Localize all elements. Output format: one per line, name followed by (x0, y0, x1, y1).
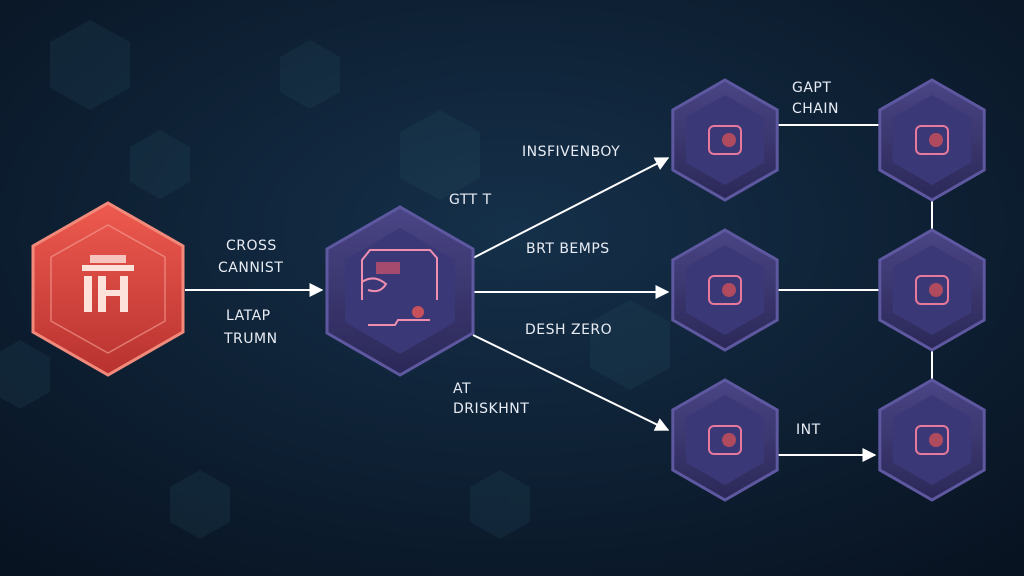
label-latap-1: LATAP (226, 308, 271, 324)
circuit-icon (361, 249, 438, 326)
node-3[interactable] (671, 378, 779, 502)
background-hexagons (0, 20, 670, 539)
node-6[interactable] (878, 378, 986, 502)
label-cross-1: CROSS (226, 238, 277, 254)
node-1[interactable] (671, 78, 779, 202)
label-insfivenboy: INSFIVENBOY (522, 144, 620, 160)
label-gapt-2: CHAIN (792, 101, 839, 117)
label-latap-2: TRUMN (223, 331, 278, 347)
arrow-hub-bottom (472, 334, 670, 431)
gear-device-icon (708, 425, 742, 455)
building-icon (82, 255, 134, 312)
label-brt: BRT BEMPS (526, 241, 610, 257)
server-icon (708, 275, 742, 305)
label-at-2: DRISKHNT (453, 401, 529, 417)
coin-icon (915, 125, 949, 155)
source-node[interactable] (31, 201, 185, 377)
label-cross-2: CANNIST (218, 260, 283, 276)
label-desh: DESH ZERO (525, 322, 612, 338)
label-gapt-1: GAPT (792, 80, 831, 96)
label-gttt: GTT T (449, 192, 492, 208)
box-icon (915, 425, 949, 455)
cup-icon (708, 125, 742, 155)
label-int: INT (796, 422, 821, 438)
node-4[interactable] (878, 78, 986, 202)
label-at-1: AT (453, 381, 471, 397)
core-icon (915, 275, 949, 305)
hub-node[interactable] (325, 205, 475, 377)
node-2[interactable] (671, 228, 779, 352)
arrow-hub-top (472, 157, 670, 259)
connectors (185, 124, 933, 462)
node-5[interactable] (878, 228, 986, 352)
